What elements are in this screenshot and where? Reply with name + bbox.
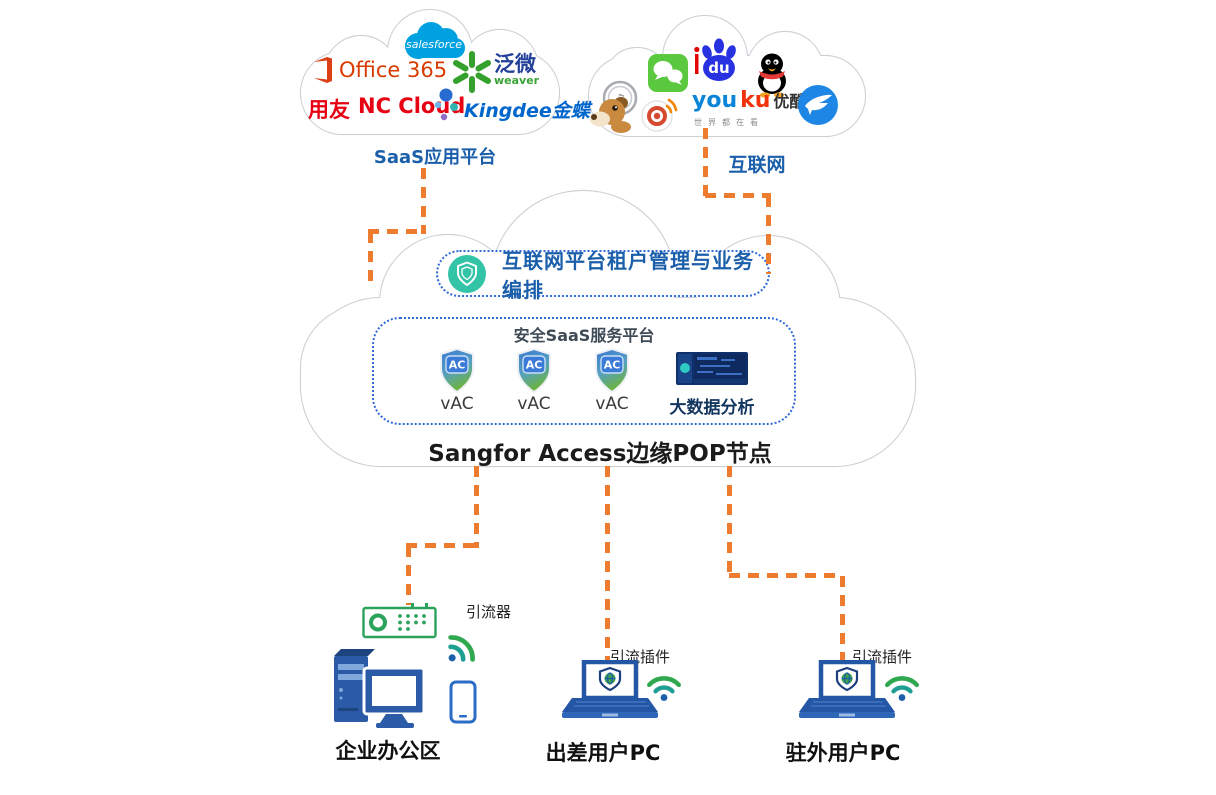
saas-cloud-label: SaaS应用平台: [373, 147, 497, 168]
remote-wifi-icon: [885, 676, 919, 701]
vac-label-2: vAC: [517, 394, 551, 414]
shield-circle-icon: [448, 254, 486, 293]
youku-en1-text: you: [692, 88, 738, 113]
travel-laptop-icon: [562, 660, 658, 718]
weaver-cn-text: 泛微: [494, 52, 536, 76]
vac-shield-ac-text: AC: [604, 359, 621, 372]
youku-en2-text: ku: [740, 88, 771, 113]
vac-label-3: vAC: [595, 394, 629, 414]
salesforce-logo-icon: salesforce: [405, 22, 465, 59]
connector-office-v1: [474, 466, 479, 548]
connector-internet-h: [705, 193, 771, 198]
remote-laptop-icon: [799, 660, 895, 718]
vac-label-1: vAC: [440, 394, 474, 414]
secure-saas-title: 安全SaaS服务平台: [513, 326, 655, 345]
connector-remote-h: [729, 573, 843, 578]
yonyou-logo: 用友: [308, 98, 350, 122]
pop-node-title: Sangfor Access边缘POP节点: [428, 441, 772, 467]
traffic-diverter-router-icon: [362, 603, 437, 639]
connector-office-v2: [406, 546, 411, 605]
travel-endpoint-label: 出差用户PC: [545, 741, 661, 765]
connector-remote-v1: [727, 466, 732, 578]
tenant-management-label: 互联网平台租户管理与业务编排: [502, 248, 754, 302]
connector-internet-v1: [703, 128, 708, 198]
connector-office-h: [406, 543, 478, 548]
tenant-management-pill: 互联网平台租户管理与业务编排: [436, 249, 770, 302]
internet-cloud-label: 互联网: [728, 154, 786, 176]
remote-endpoint-label: 驻外用户PC: [785, 741, 901, 765]
travel-wifi-icon: [647, 676, 681, 701]
connector-saas-h: [368, 229, 426, 234]
connector-internet-v2: [766, 196, 771, 274]
office-endpoint-label: 企业办公区: [335, 739, 441, 763]
vac-shield-icon-1: AC: [440, 348, 474, 394]
weibo-icon: [641, 98, 678, 132]
traffic-diverter-label: 引流器: [466, 603, 512, 621]
youku-cn-text: 优酷: [773, 92, 806, 111]
wifi-tilted-icon: [448, 635, 475, 662]
smartphone-icon: [449, 680, 477, 724]
vac-shield-ac-text: AC: [449, 359, 466, 372]
qq-penguin-icon: [758, 53, 786, 98]
youku-slogan-text: 世界都在看: [694, 118, 764, 127]
vac-shield-icon-3: AC: [595, 348, 629, 394]
bigdata-label: 大数据分析: [669, 398, 755, 418]
baidu-icon: du: [694, 38, 736, 81]
office365-text: Office 365: [339, 58, 448, 82]
salesforce-wordmark: salesforce: [406, 38, 462, 51]
bigdata-dashboard-icon: [676, 352, 748, 385]
office365-icon: [314, 57, 332, 83]
weaver-en-text: weaver: [494, 74, 540, 87]
connector-remote-v2: [840, 576, 845, 680]
wechat-icon: [648, 54, 688, 92]
desktop-pc-icon: [334, 649, 426, 728]
office-wifi-wrap: [435, 625, 486, 676]
weaver-wordmark: 泛微 weaver: [494, 52, 540, 87]
weaver-star-icon: [453, 51, 491, 93]
sogou-dog-icon: [590, 97, 631, 133]
baidu-du-text: du: [708, 59, 729, 77]
shield-outline-icon: [457, 261, 477, 286]
vac-shield-ac-text: AC: [526, 359, 543, 372]
office365-logo: Office 365: [312, 56, 447, 84]
kingdee-wordmark: Kingdee金蝶: [464, 100, 590, 122]
connector-travel-v: [605, 466, 610, 680]
kingdee-dots-icon: [434, 88, 458, 121]
vac-shield-icon-2: AC: [517, 348, 551, 394]
dingtalk-icon: [798, 85, 838, 125]
connector-saas-v1: [421, 168, 426, 234]
connector-saas-v2: [368, 232, 373, 288]
